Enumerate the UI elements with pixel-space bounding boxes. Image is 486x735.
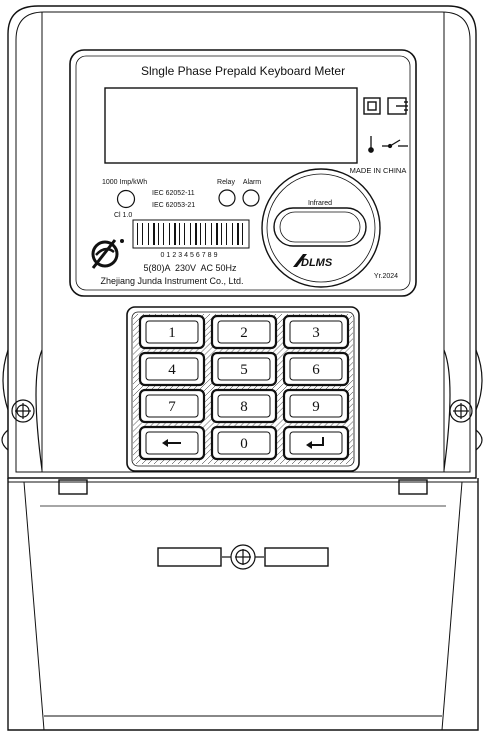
arrow-left-icon [162, 439, 181, 447]
mesh-line [133, 313, 163, 465]
brand-logo-icon [91, 239, 124, 269]
alarm-led [242, 189, 260, 207]
barcode [132, 219, 250, 249]
mesh-line [0, 314, 126, 464]
barcode-bar [148, 223, 149, 245]
infrared-port [261, 168, 381, 288]
key-0[interactable]: 0 [210, 425, 278, 461]
mesh-line [358, 314, 486, 464]
left-screw-icon [11, 399, 35, 423]
dlms-logo-text: DLMS [301, 257, 333, 269]
barcode-bar [237, 223, 239, 245]
key-6[interactable]: 6 [282, 351, 350, 387]
barcode-bar [205, 223, 206, 245]
mesh-line [339, 313, 353, 465]
class-label: Cl 1.0 [114, 212, 132, 219]
barcode-bar [142, 223, 143, 245]
barcode-bar [163, 223, 164, 245]
standard-1: IEC 62052-11 [152, 190, 195, 197]
barcode-bar [211, 223, 212, 245]
key-label: 4 [168, 362, 176, 378]
seal-screw-icon [222, 544, 264, 570]
earth-icon [368, 136, 374, 153]
alarm-label: Alarm [243, 179, 261, 186]
mesh-line [133, 313, 139, 465]
key-label: 6 [312, 362, 320, 378]
meter-housing [7, 5, 477, 479]
switch-icon [382, 139, 408, 149]
barcode-bar [200, 223, 201, 245]
barcode-bar [195, 223, 197, 245]
nameplate-panel [69, 49, 417, 297]
barcode-bar [216, 223, 218, 245]
pulse-led [116, 189, 136, 209]
relay-label: Relay [217, 179, 235, 186]
key-label: 2 [240, 325, 248, 341]
barcode-bar [184, 223, 185, 245]
lcd-display [104, 87, 358, 164]
key-enter[interactable] [282, 425, 350, 461]
key-5[interactable]: 5 [210, 351, 278, 387]
barcode-bar [158, 223, 159, 245]
key-label: 3 [312, 325, 320, 341]
key-3[interactable]: 3 [282, 314, 350, 350]
mesh-line [133, 313, 145, 465]
side-mount-left [1, 349, 43, 471]
barcode-bar [232, 223, 233, 245]
barcode-bar [242, 223, 243, 245]
key-label: 1 [168, 325, 176, 341]
rating-label: 5(80)A 230V AC 50Hz [143, 263, 237, 273]
barcode-bar [179, 223, 180, 245]
key-8[interactable]: 8 [210, 388, 278, 424]
keypad: 1 2 3 4 5 6 7 8 9 0 [138, 314, 350, 461]
barcode-bar [190, 223, 191, 245]
barcode-bar [226, 223, 227, 245]
key-7[interactable]: 7 [138, 388, 206, 424]
key-4[interactable]: 4 [138, 351, 206, 387]
barcode-digits: 0123456789 [161, 252, 220, 259]
key-label: 9 [312, 399, 320, 415]
side-mount-right [443, 349, 483, 471]
keypad-frame [126, 306, 360, 472]
mesh-line [0, 314, 132, 464]
infrared-label: Infrared [308, 200, 332, 207]
made-in-label: MADE IN CHINA [350, 166, 407, 175]
relay-led [218, 189, 236, 207]
key-label: 8 [240, 399, 248, 415]
standard-2: IEC 62053-21 [152, 202, 195, 209]
double-insulation-icon [387, 97, 408, 115]
right-screw-icon [449, 399, 473, 423]
manufacturer-label: Zhejiang Junda Instrument Co., Ltd. [100, 276, 243, 286]
dlms-logo-icon: DLMS [293, 254, 333, 269]
barcode-bar [221, 223, 222, 245]
meter-title: Slngle Phase Prepald Keyboard Meter [141, 64, 345, 78]
key-label: 5 [240, 362, 248, 378]
key-9[interactable]: 9 [282, 388, 350, 424]
enter-icon [306, 437, 324, 449]
barcode-bar [174, 223, 176, 245]
key-label: 7 [168, 399, 176, 415]
mesh-line [345, 313, 353, 465]
barcode-bar [153, 223, 155, 245]
square-symbol-icon [363, 97, 381, 115]
terminal-cover [7, 478, 479, 731]
key-backspace[interactable] [138, 425, 206, 461]
mesh-line [133, 313, 157, 465]
mesh-line [333, 313, 353, 465]
imp-rate-label: 1000 Imp/kWh [102, 179, 147, 186]
year-label: Yr.2024 [374, 273, 398, 280]
barcode-bar [169, 223, 170, 245]
key-label: 0 [240, 436, 248, 452]
barcode-frame [132, 219, 250, 249]
key-1[interactable]: 1 [138, 314, 206, 350]
key-2[interactable]: 2 [210, 314, 278, 350]
barcode-bar [137, 223, 138, 245]
mesh-line [351, 313, 353, 465]
mesh-line [327, 313, 353, 465]
